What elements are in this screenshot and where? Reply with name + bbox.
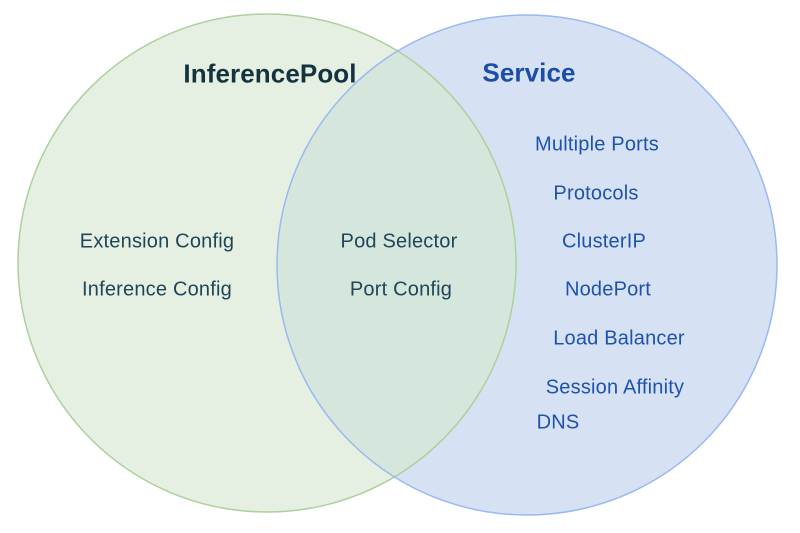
right-item-nodeport: NodePort — [564, 278, 652, 301]
service-title: Service — [482, 57, 576, 88]
service-circle-outline — [276, 14, 778, 516]
overlap-item-port-config: Port Config — [349, 278, 453, 301]
right-item-session-affinity: Session Affinity — [545, 376, 685, 399]
overlap-item-pod-selector: Pod Selector — [340, 230, 458, 253]
right-item-dns: DNS — [536, 411, 580, 434]
right-item-load-balancer: Load Balancer — [553, 327, 685, 350]
inferencepool-circle-outline — [17, 13, 517, 513]
left-item-inference-config: Inference Config — [82, 278, 232, 301]
right-item-clusterip: ClusterIP — [561, 230, 647, 253]
overlap-region — [277, 15, 516, 512]
inferencepool-title: InferencePool — [183, 58, 357, 89]
left-item-extension-config: Extension Config — [79, 230, 235, 253]
right-item-multiple-ports: Multiple Ports — [535, 133, 659, 156]
right-item-protocols: Protocols — [553, 182, 639, 205]
